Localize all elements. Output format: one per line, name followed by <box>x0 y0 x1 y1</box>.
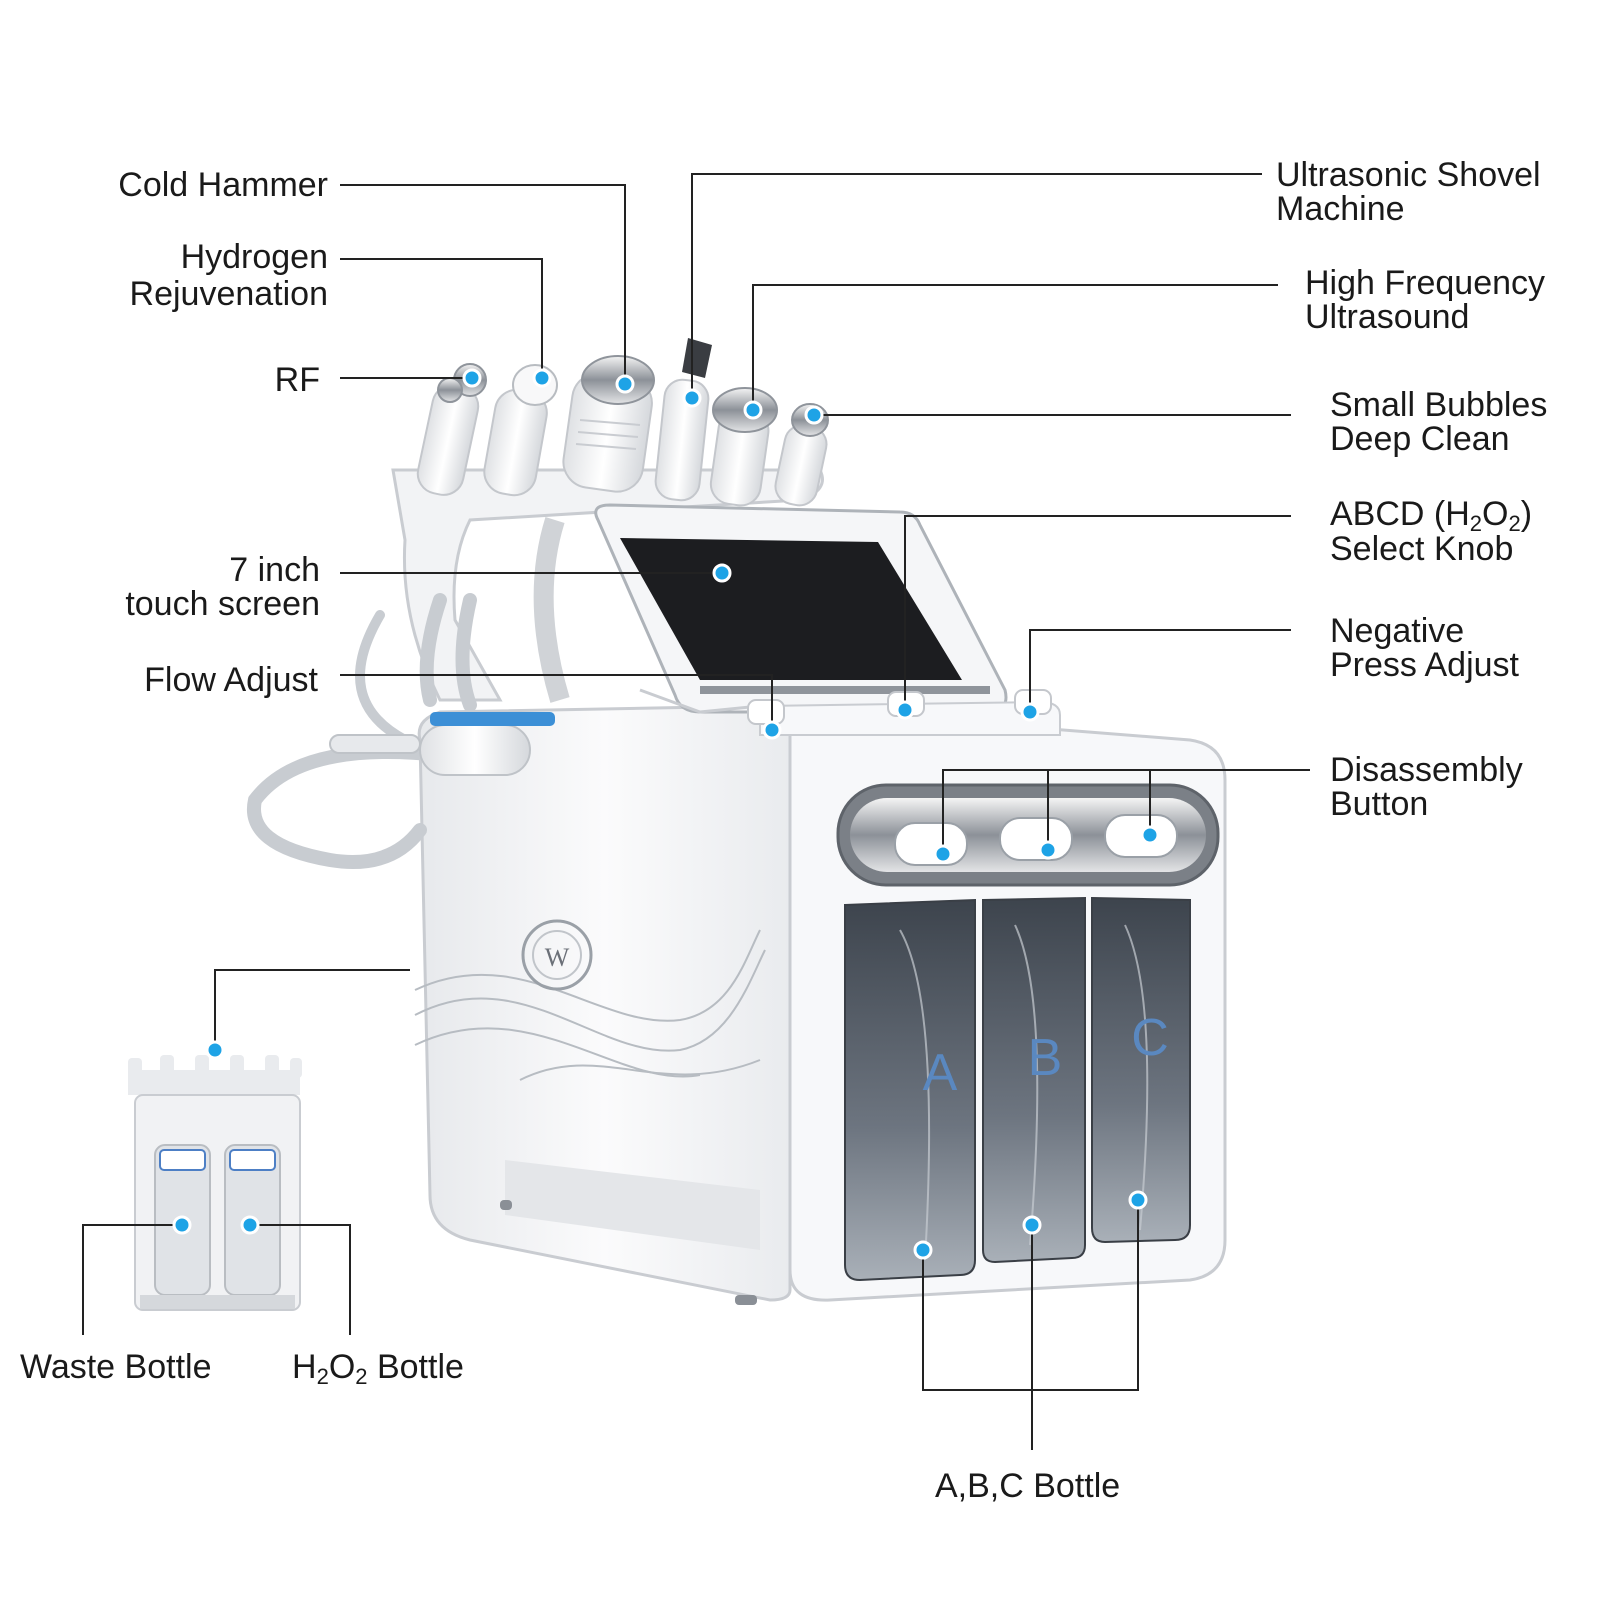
label-flow-adjust: Flow Adjust <box>144 661 318 699</box>
marker-disassembly-c <box>1140 825 1160 845</box>
label-touch-screen-line2: touch screen <box>125 585 320 623</box>
abcd-text-c: ) <box>1520 495 1533 533</box>
label-hydrogen-line1: Hydrogen <box>180 238 328 276</box>
bottle-letter-a: A <box>923 1044 958 1102</box>
label-high-frequency-line2: Ultrasound <box>1305 298 1470 336</box>
label-high-frequency-line1: High Frequency <box>1305 264 1546 302</box>
abc-bottles: A B C <box>844 896 1191 1282</box>
label-abcd-knob-line1: ABCD (H2O2) <box>1330 495 1533 536</box>
abcd-subscript-1: 2 <box>1469 511 1483 536</box>
marker-small-bubbles <box>804 405 824 425</box>
abcd-subscript-2: 2 <box>1508 511 1521 536</box>
marker-touch-screen <box>712 563 732 583</box>
handpiece-rf <box>416 363 487 496</box>
label-disassembly-line2: Button <box>1330 785 1429 823</box>
handpiece-hydrogen <box>483 364 558 497</box>
bottle-letter-b: B <box>1028 1029 1063 1087</box>
h2o2-subscript-1: 2 <box>316 1364 329 1389</box>
label-cold-hammer: Cold Hammer <box>118 166 328 204</box>
brand-logo: W <box>521 919 593 991</box>
h2o2-text-a: H <box>292 1348 317 1386</box>
label-small-bubbles-line1: Small Bubbles <box>1330 386 1548 424</box>
handpiece-ultrasonic-shovel <box>654 338 712 502</box>
label-ultrasonic-line1: Ultrasonic Shovel <box>1276 156 1541 194</box>
marker-flow-adjust <box>762 720 782 740</box>
marker-disassembly-b <box>1038 840 1058 860</box>
h2o2-text-c: Bottle <box>367 1348 464 1386</box>
label-h2o2-bottle: H2O2 Bottle <box>292 1348 464 1389</box>
marker-bottle-b <box>1022 1215 1042 1235</box>
marker-cold-hammer <box>615 374 635 394</box>
inset-bottle-unit <box>128 1055 302 1311</box>
label-abcd-knob-line2: Select Knob <box>1330 530 1514 568</box>
label-small-bubbles-line2: Deep Clean <box>1330 420 1510 458</box>
cabinet-swirl-decoration <box>414 929 766 1081</box>
abcd-text-b: O <box>1482 495 1509 533</box>
marker-h2o2-bottle <box>240 1215 260 1235</box>
marker-bottle-a <box>913 1240 933 1260</box>
marker-disassembly-a <box>933 844 953 864</box>
marker-high-frequency <box>743 400 763 420</box>
label-touch-screen-line1: 7 inch <box>229 551 320 589</box>
bottle-letter-c: C <box>1131 1009 1169 1067</box>
marker-negative-press <box>1020 702 1040 722</box>
marker-hydrogen <box>532 368 552 388</box>
marker-abcd-knob <box>895 700 915 720</box>
marker-inset-unit <box>205 1040 225 1060</box>
label-ultrasonic-line2: Machine <box>1276 190 1405 228</box>
label-waste-bottle: Waste Bottle <box>20 1348 212 1386</box>
touch-screen-unit <box>594 503 1008 714</box>
handpiece-cold-hammer <box>562 355 655 493</box>
marker-dots <box>172 368 1160 1260</box>
h2o2-subscript-2: 2 <box>355 1364 368 1389</box>
brand-logo-letter: W <box>545 943 570 972</box>
label-disassembly-line1: Disassembly <box>1330 751 1523 789</box>
marker-ultrasonic-shovel <box>682 388 702 408</box>
hose-cables <box>246 593 477 869</box>
knob-panel <box>747 689 1061 736</box>
label-negative-press-line1: Negative <box>1330 612 1465 650</box>
h2o2-text-b: O <box>328 1348 356 1386</box>
disassembly-bar <box>836 783 1220 887</box>
abcd-text-a: ABCD (H <box>1330 495 1470 533</box>
label-hydrogen-line2: Rejuvenation <box>129 275 328 313</box>
marker-bottle-c <box>1128 1190 1148 1210</box>
label-negative-press-line2: Press Adjust <box>1330 646 1519 684</box>
label-rf: RF <box>274 361 320 399</box>
leader-lines <box>82 173 1310 1450</box>
hose-connector <box>329 712 555 776</box>
marker-waste-bottle <box>172 1215 192 1235</box>
marker-rf <box>462 368 482 388</box>
label-abc-bottle: A,B,C Bottle <box>935 1467 1121 1505</box>
